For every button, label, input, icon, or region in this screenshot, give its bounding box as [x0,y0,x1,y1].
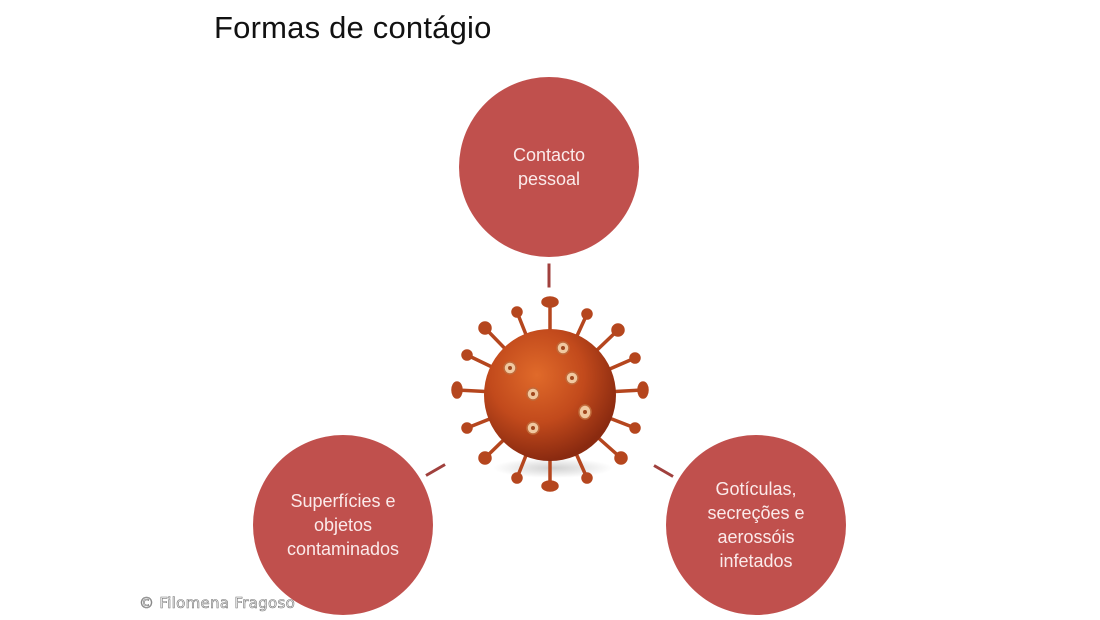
slide-title: Formas de contágio [214,10,492,45]
node-superficies-objetos: Superfícies e objetos contaminados [253,435,433,615]
copyright-credit: © Filomena Fragoso [139,594,296,613]
virus-icon [451,296,649,492]
node-goticulas-aerossois: Gotículas, secreções e aerossóis infetad… [666,435,846,615]
connector-top [547,263,551,288]
node-label: Contacto pessoal [512,145,586,189]
node-label: Gotículas, secreções e aerossóis infetad… [707,479,805,571]
connector-right [653,464,674,478]
node-contacto-pessoal: Contacto pessoal [459,77,639,257]
node-label: Superfícies e objetos contaminados [286,491,400,559]
connector-left [425,463,446,477]
